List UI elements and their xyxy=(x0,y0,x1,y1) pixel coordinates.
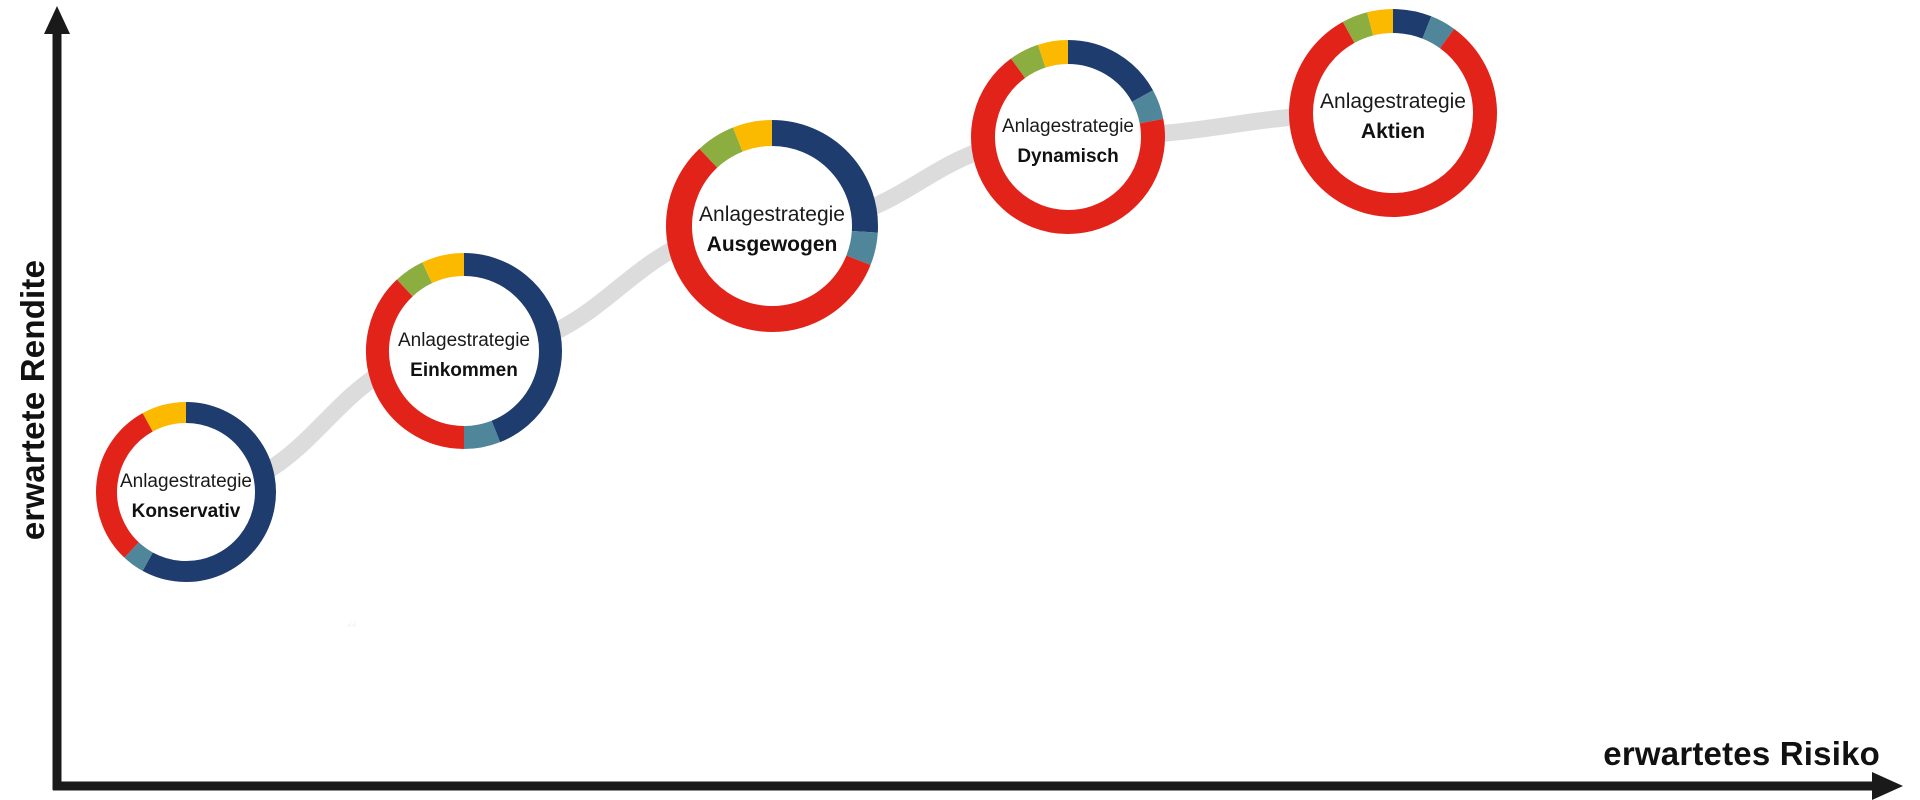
donut-label-prefix: Anlagestrategie xyxy=(398,330,530,351)
donut-segment[interactable] xyxy=(846,230,878,266)
donut-segment[interactable] xyxy=(422,253,465,284)
donut-segment[interactable] xyxy=(1367,9,1394,36)
donut-segment[interactable] xyxy=(1131,90,1164,124)
donut-segment[interactable] xyxy=(124,542,154,571)
donut-hole xyxy=(983,52,1153,222)
donut-segment[interactable] xyxy=(1038,40,1069,68)
donut-segment[interactable] xyxy=(1342,12,1374,44)
donut-label-prefix: Anlagestrategie xyxy=(1320,90,1466,113)
donut-hole xyxy=(679,133,865,319)
donut-segment[interactable] xyxy=(1422,16,1455,49)
donut-segment[interactable] xyxy=(463,420,501,449)
donut-segment[interactable] xyxy=(142,402,187,432)
donut-segment[interactable] xyxy=(1392,9,1432,39)
donut-segment[interactable] xyxy=(396,262,433,297)
donut-label-name: Einkommen xyxy=(410,360,518,381)
donut-hole xyxy=(106,412,266,572)
donut-label-name: Konservativ xyxy=(132,501,241,522)
donut-layer: AnlagestrategieKonservativAnlagestrategi… xyxy=(96,9,1497,582)
donut-label-prefix: Anlagestrategie xyxy=(699,203,845,226)
donut-label-name: Dynamisch xyxy=(1017,146,1118,167)
donut-segment[interactable] xyxy=(463,253,562,443)
donut-segment[interactable] xyxy=(666,148,871,332)
x-axis-label: erwartetes Risiko xyxy=(1603,735,1880,772)
donut-segment[interactable] xyxy=(971,58,1165,234)
donut-segment[interactable] xyxy=(366,279,465,449)
donut-label-name: Ausgewogen xyxy=(707,233,838,256)
donut-segment[interactable] xyxy=(699,127,743,168)
axis-group xyxy=(44,6,1903,800)
donut-hole xyxy=(377,264,551,438)
y-axis-label: erwartete Rendite xyxy=(14,260,51,540)
watermark: ⁁⁁ xyxy=(348,612,357,627)
donut-segment[interactable] xyxy=(1067,40,1154,103)
x-axis-arrow-icon xyxy=(1872,772,1903,800)
donut-label-prefix: Anlagestrategie xyxy=(120,471,252,492)
donut-label-prefix: Anlagestrategie xyxy=(1002,116,1134,137)
donut-hole xyxy=(1301,21,1485,205)
y-axis-arrow-icon xyxy=(44,6,70,34)
donut-segment[interactable] xyxy=(771,120,878,233)
donut-segment[interactable] xyxy=(1010,44,1046,79)
donut-segment[interactable] xyxy=(1289,21,1497,217)
donut-segment[interactable] xyxy=(732,120,773,152)
donut-segment[interactable] xyxy=(142,402,276,582)
donut-segment[interactable] xyxy=(96,413,154,558)
donut-label-name: Aktien xyxy=(1361,120,1425,143)
